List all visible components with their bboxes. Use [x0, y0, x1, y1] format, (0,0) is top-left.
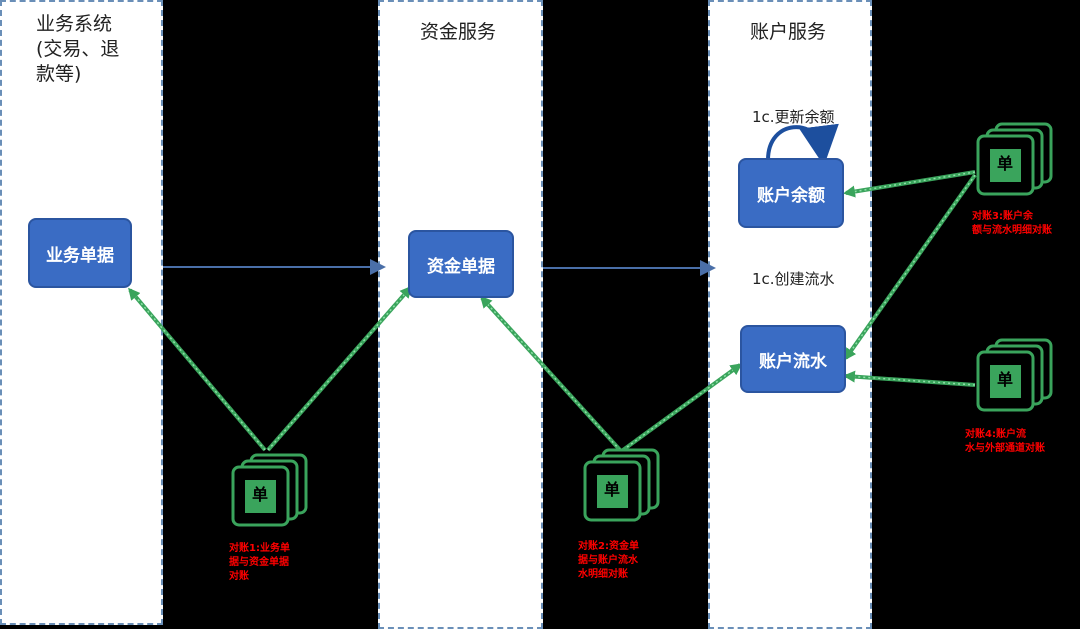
fund-service-lane — [378, 0, 543, 629]
check1-to-fund-doc — [266, 286, 412, 452]
business-lane-title-line2: (交易、退 — [36, 38, 120, 60]
fund-lane-title: 资金服务 — [420, 21, 497, 43]
fund-doc-box: 资金单据 — [408, 230, 514, 298]
business-lane-title-line1: 业务系统 — [36, 13, 113, 35]
update-balance-step-label: 1c.更新余额 — [752, 108, 835, 126]
account-balance-box: 账户余额 — [738, 158, 844, 228]
note1-line1: 对账1:业务单 — [229, 543, 290, 554]
create-flow-step-label: 1c.创建流水 — [752, 270, 835, 288]
update-balance-loop-arrow — [766, 123, 839, 166]
checker-2-icon — [583, 448, 660, 522]
note2-line1: 对账2:资金单 — [578, 541, 639, 552]
business-lane-title: 业务系统 (交易、退 款等) — [36, 12, 119, 87]
reconciliation-note-3: 对账3:账户余 额与流水明细对账 — [972, 210, 1052, 238]
reconciliation-note-2: 对账2:资金单 据与账户流水 水明细对账 — [578, 540, 639, 582]
checker-3-icon — [976, 122, 1053, 196]
reconciliation-note-4: 对账4:账户流 水与外部通道对账 — [965, 428, 1045, 456]
note1-line3: 对账 — [229, 571, 249, 582]
checker-1-icon — [231, 453, 308, 527]
account-service-lane — [708, 0, 872, 629]
business-system-lane — [0, 0, 163, 625]
checker-1-glyph: 单 — [252, 485, 268, 504]
checker-4-icon — [976, 338, 1053, 412]
note4-line2: 水与外部通道对账 — [965, 443, 1045, 454]
account-lane-title: 账户服务 — [750, 21, 827, 43]
note1-line2: 据与资金单据 — [229, 557, 289, 568]
note3-line2: 额与流水明细对账 — [972, 225, 1052, 236]
check1-to-business-doc — [128, 288, 267, 452]
account-flow-box: 账户流水 — [740, 325, 846, 393]
business-lane-title-line3: 款等) — [36, 63, 82, 85]
note2-line3: 水明细对账 — [578, 569, 628, 580]
checker-3-glyph: 单 — [997, 154, 1013, 173]
note3-line1: 对账3:账户余 — [972, 211, 1033, 222]
reconciliation-note-1: 对账1:业务单 据与资金单据 对账 — [229, 542, 290, 584]
check4-to-account-flow — [845, 374, 976, 387]
business-doc-box: 业务单据 — [28, 218, 132, 288]
note4-line1: 对账4:账户流 — [965, 429, 1026, 440]
checker-4-glyph: 单 — [997, 370, 1013, 389]
checker-2-glyph: 单 — [604, 480, 620, 499]
note2-line2: 据与账户流水 — [578, 555, 638, 566]
